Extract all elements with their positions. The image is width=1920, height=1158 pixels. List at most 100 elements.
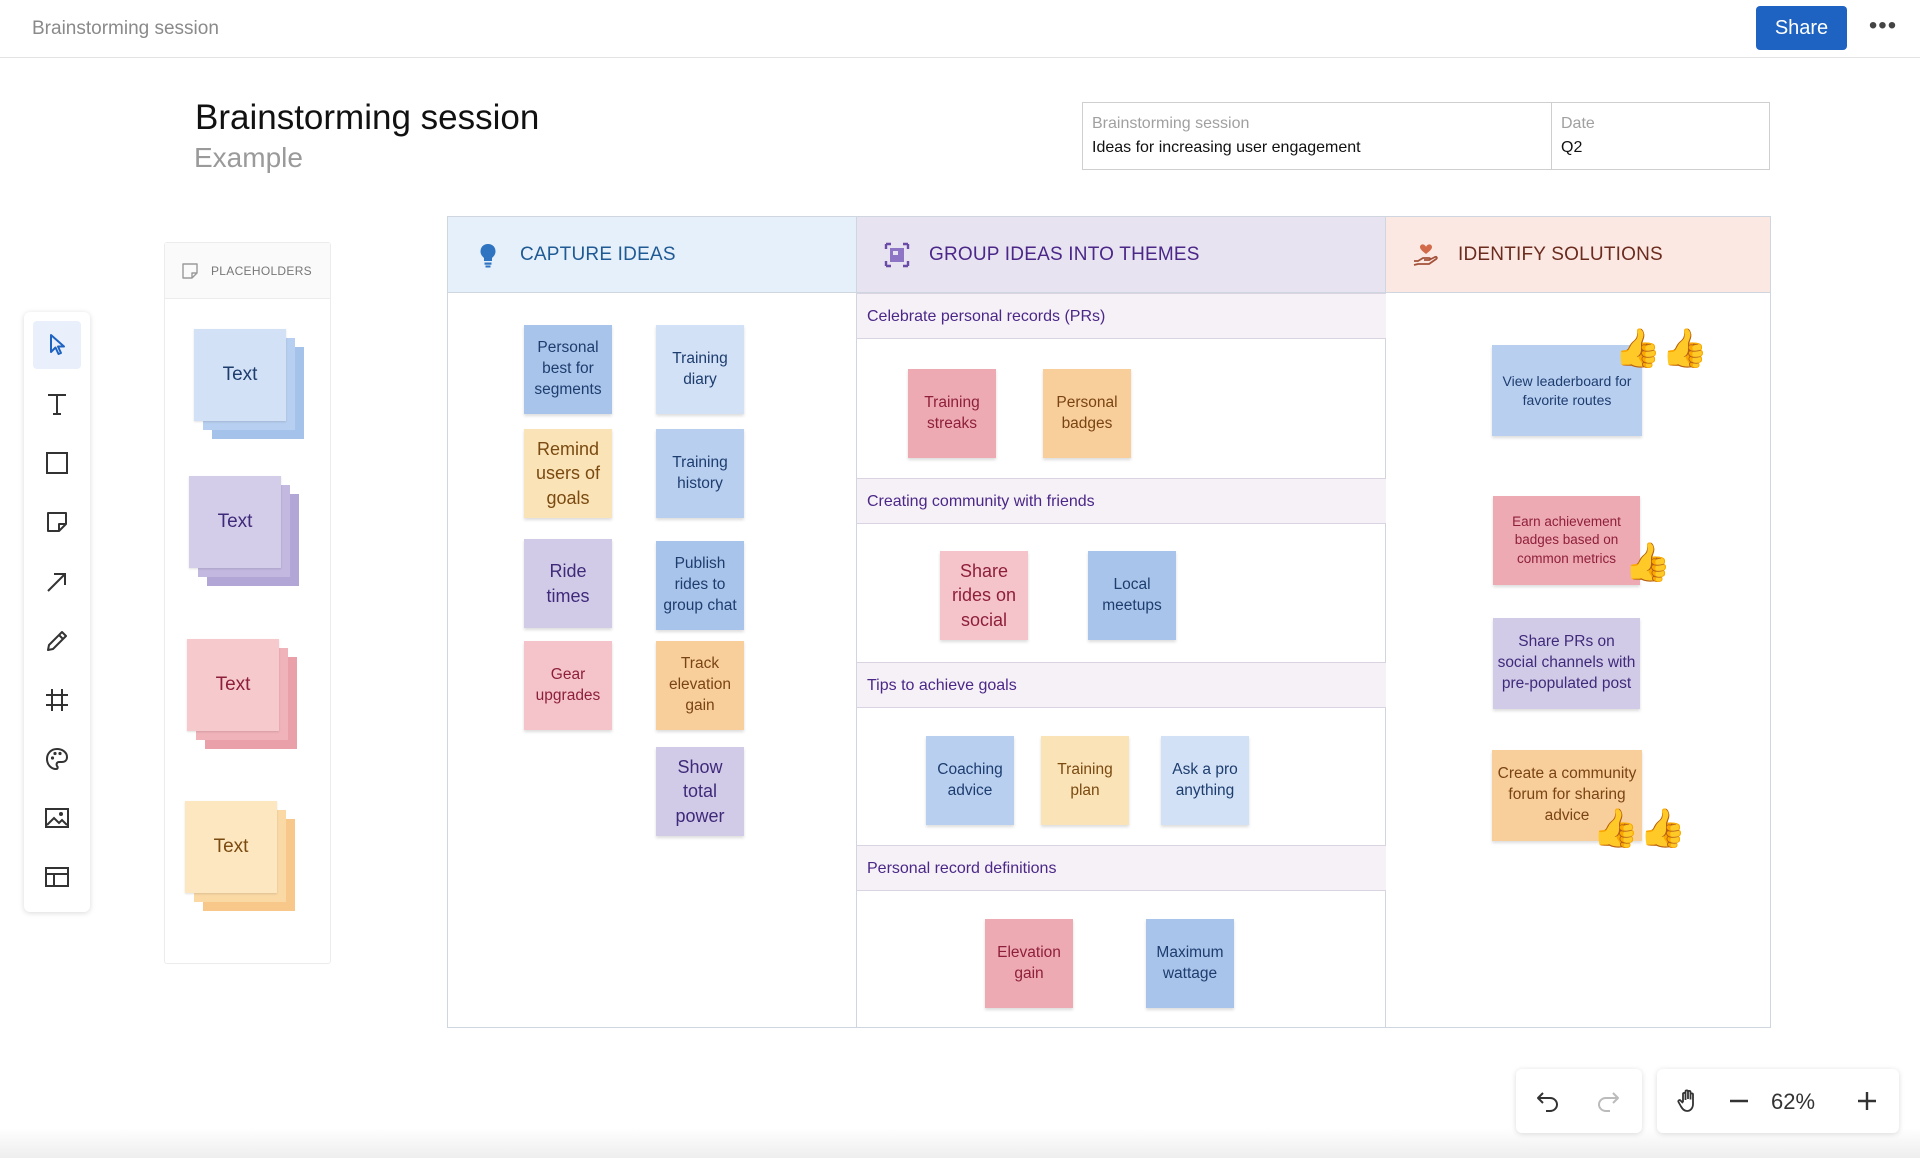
more-options-icon[interactable]: •••: [1868, 12, 1898, 39]
minus-icon: [1730, 1099, 1748, 1103]
column-title: GROUP IDEAS INTO THEMES: [929, 243, 1200, 265]
sticky-note[interactable]: Show total power: [656, 747, 744, 836]
zoom-controls: 62%: [1657, 1069, 1899, 1133]
template-tool[interactable]: [33, 853, 81, 901]
sticky-note[interactable]: Create a community forum for sharing adv…: [1492, 750, 1642, 841]
undo-icon: [1537, 1092, 1558, 1112]
pan-button[interactable]: [1671, 1083, 1707, 1119]
tool-palette: [24, 312, 90, 912]
select-icon: [50, 334, 65, 355]
zoom-level[interactable]: 62%: [1771, 1089, 1816, 1114]
hand-heart-icon: [1413, 243, 1438, 266]
select-tool[interactable]: [33, 321, 81, 369]
brainstorm-board: CAPTURE IDEAS Personal best for segments…: [447, 216, 1771, 1028]
sticky-note[interactable]: Training streaks: [908, 369, 996, 458]
sticky-note[interactable]: Share rides on social: [940, 551, 1028, 640]
sticky-note[interactable]: Earn achievement badges based on common …: [1493, 496, 1640, 585]
placeholders-header: PLACEHOLDERS: [165, 243, 330, 299]
sticky-note-icon: [47, 512, 67, 532]
placeholder-stack-purple[interactable]: Text: [189, 476, 299, 586]
sticky-note[interactable]: Personal best for segments: [524, 325, 612, 414]
sticky-note[interactable]: Ride times: [524, 539, 612, 628]
zoom-in-button[interactable]: [1849, 1083, 1885, 1119]
zoom-out-button[interactable]: [1721, 1083, 1757, 1119]
sticky-note[interactable]: Training history: [656, 429, 744, 518]
frame-icon: [46, 689, 68, 711]
theme-header[interactable]: Creating community with friends: [857, 478, 1386, 524]
theme-header[interactable]: Personal record definitions: [857, 845, 1386, 891]
bottom-edge: [0, 1128, 1920, 1158]
thumbs-up-reaction[interactable]: 👍👍: [1614, 328, 1709, 370]
sticky-note[interactable]: Gear upgrades: [524, 641, 612, 730]
palette-tool[interactable]: [33, 735, 81, 783]
capture-ideas-header: CAPTURE IDEAS: [448, 217, 856, 293]
sticky-note-icon: [182, 262, 198, 279]
board-subtitle[interactable]: Example: [194, 142, 303, 173]
sticky-note[interactable]: Maximum wattage: [1146, 919, 1234, 1008]
sticky-note[interactable]: Training plan: [1041, 736, 1129, 825]
breadcrumb[interactable]: Brainstorming session: [32, 18, 219, 39]
arrow-tool[interactable]: [33, 558, 81, 606]
sticky-note[interactable]: View leaderboard for favorite routes: [1492, 345, 1642, 436]
sticky-note[interactable]: Personal badges: [1043, 369, 1131, 458]
sticky-note[interactable]: Elevation gain: [985, 919, 1073, 1008]
column-title: CAPTURE IDEAS: [520, 243, 676, 265]
capture-ideas-column: CAPTURE IDEAS Personal best for segments…: [448, 217, 857, 1027]
date-value: Q2: [1561, 139, 1583, 156]
date-label: Date: [1561, 115, 1595, 132]
sticky-note[interactable]: Track elevation gain: [656, 641, 744, 730]
sticky-note[interactable]: Publish rides to group chat: [656, 541, 744, 630]
redo-icon: [1598, 1092, 1619, 1112]
placeholder-label: Text: [185, 801, 277, 893]
identify-solutions-header: IDENTIFY SOLUTIONS: [1386, 217, 1770, 293]
board-title[interactable]: Brainstorming session: [195, 98, 540, 137]
rectangle-tool[interactable]: [33, 439, 81, 487]
sticky-note[interactable]: Remind users of goals: [524, 429, 612, 518]
thumbs-up-reaction[interactable]: 👍👍: [1592, 808, 1687, 850]
share-button[interactable]: Share: [1756, 6, 1847, 50]
sticky-note[interactable]: Training diary: [656, 325, 744, 414]
sticky-note-tool[interactable]: [33, 498, 81, 546]
template-icon: [45, 867, 69, 887]
plus-icon: [1858, 1092, 1876, 1110]
placeholder-stack-blue[interactable]: Text: [194, 329, 304, 439]
sticky-note[interactable]: Share PRs on social channels with pre-po…: [1493, 618, 1640, 709]
placeholder-label: Text: [187, 639, 279, 731]
redo-button[interactable]: [1590, 1083, 1626, 1119]
topic-cell[interactable]: Brainstorming session Ideas for increasi…: [1083, 103, 1552, 169]
arrow-icon: [47, 573, 66, 592]
group-ideas-header: GROUP IDEAS INTO THEMES: [857, 217, 1385, 293]
placeholder-stack-yellow[interactable]: Text: [185, 801, 295, 911]
sticky-note[interactable]: Ask a pro anything: [1161, 736, 1249, 825]
pen-tool[interactable]: [33, 617, 81, 665]
text-tool[interactable]: [33, 380, 81, 428]
sticky-note[interactable]: Coaching advice: [926, 736, 1014, 825]
image-tool[interactable]: [33, 794, 81, 842]
history-controls: [1516, 1069, 1642, 1133]
topic-label: Brainstorming session: [1092, 115, 1250, 132]
thumbs-up-reaction[interactable]: 👍: [1624, 542, 1672, 584]
sticky-note[interactable]: Local meetups: [1088, 551, 1176, 640]
column-title: IDENTIFY SOLUTIONS: [1458, 243, 1663, 265]
theme-header[interactable]: Celebrate personal records (PRs): [857, 293, 1386, 339]
text-icon: [48, 394, 66, 415]
hand-icon: [1677, 1089, 1694, 1112]
placeholder-label: Text: [194, 329, 286, 421]
theme-header[interactable]: Tips to achieve goals: [857, 662, 1386, 708]
undo-button[interactable]: [1530, 1083, 1566, 1119]
rectangle-icon: [46, 452, 68, 474]
frame-tool[interactable]: [33, 676, 81, 724]
frame-group-icon: [884, 242, 910, 267]
pen-icon: [47, 631, 67, 651]
identify-solutions-column: IDENTIFY SOLUTIONS View leaderboard for …: [1386, 217, 1770, 1027]
placeholders-label: PLACEHOLDERS: [211, 263, 312, 278]
placeholders-panel: PLACEHOLDERS Text Text Text Text: [164, 242, 331, 964]
session-info-table: Brainstorming session Ideas for increasi…: [1082, 102, 1770, 170]
lightbulb-icon: [480, 243, 496, 267]
placeholder-stack-pink[interactable]: Text: [187, 639, 297, 749]
placeholder-label: Text: [189, 476, 281, 568]
palette-icon: [45, 747, 69, 771]
top-bar: Brainstorming session Share •••: [0, 0, 1920, 58]
date-cell[interactable]: Date Q2: [1552, 103, 1769, 169]
